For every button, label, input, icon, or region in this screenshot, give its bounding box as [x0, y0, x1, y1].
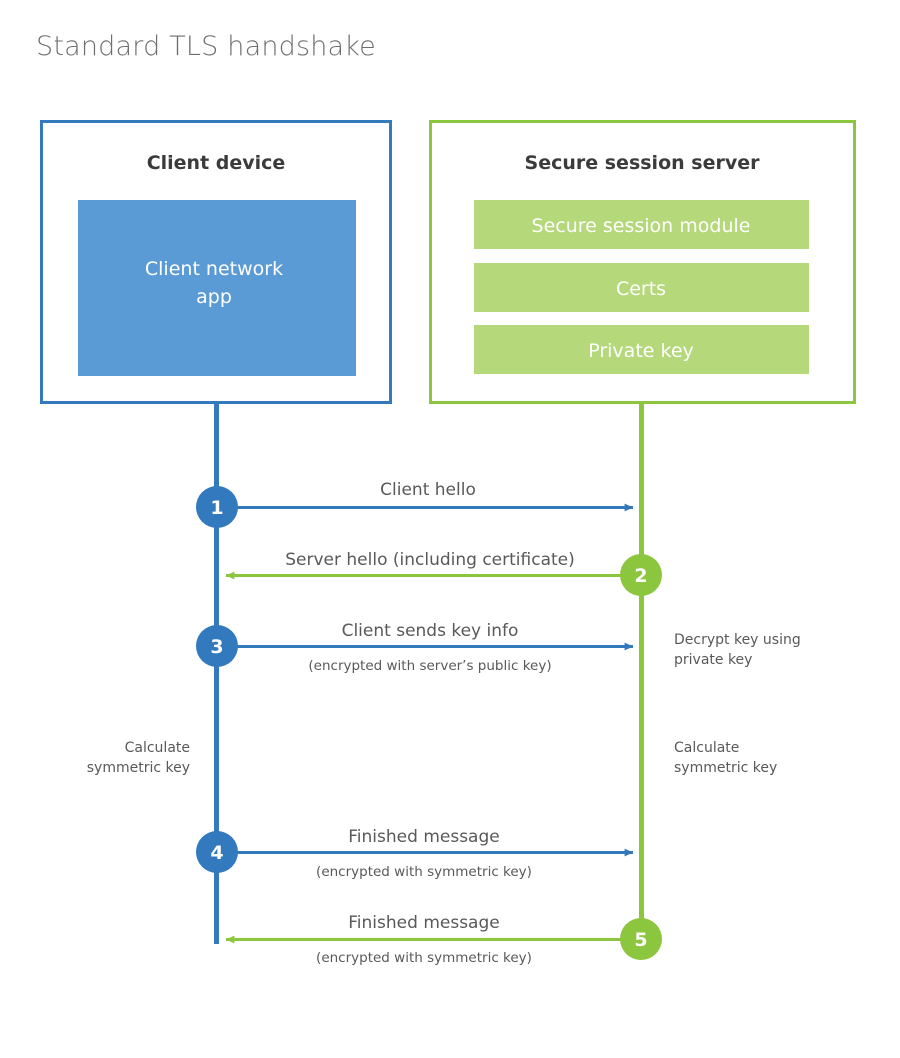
step-5-message: Finished message (encrypted with symmetr…: [225, 913, 662, 966]
server-component-label-1: Certs: [616, 278, 666, 300]
step-3-sublabel: (encrypted with server’s public key): [308, 658, 551, 674]
step-1-badge: [196, 486, 238, 528]
client-calculate-note-line1: Calculate: [125, 740, 190, 756]
server-component-label-0: Secure session module: [532, 215, 751, 237]
server-decrypt-note: Decrypt key using private key: [674, 632, 801, 668]
step-4-message: Finished message (encrypted with symmetr…: [196, 827, 634, 880]
step-4-label: Finished message: [348, 827, 499, 847]
server-calculate-note-line1: Calculate: [674, 740, 739, 756]
step-5-badge: [620, 918, 662, 960]
step-5-label: Finished message: [348, 913, 499, 933]
step-5-sublabel: (encrypted with symmetric key): [316, 950, 532, 966]
server-component-block-2: [474, 325, 809, 374]
step-4-number: 4: [210, 842, 223, 864]
step-4-sublabel: (encrypted with symmetric key): [316, 864, 532, 880]
step-4-badge: [196, 831, 238, 873]
server-calculate-note: Calculate symmetric key: [674, 740, 777, 776]
step-3-label: Client sends key info: [342, 621, 519, 641]
client-network-app-label-line2: app: [196, 286, 232, 308]
client-device-panel: Client device Client network app: [40, 120, 392, 404]
server-component-label-2: Private key: [588, 340, 694, 362]
client-calculate-note-line2: symmetric key: [87, 760, 190, 776]
client-calculate-note: Calculate symmetric key: [87, 740, 190, 776]
step-2-number: 2: [634, 565, 647, 587]
secure-session-server-title: Secure session server: [525, 152, 761, 174]
server-decrypt-note-line2: private key: [674, 652, 752, 668]
step-2-message: Server hello (including certificate) 2: [225, 550, 662, 596]
step-5-number: 5: [634, 929, 647, 951]
step-3-badge: [196, 625, 238, 667]
step-2-label: Server hello (including certificate): [285, 550, 575, 570]
client-network-app-label-line1: Client network: [145, 258, 283, 280]
server-decrypt-note-line1: Decrypt key using: [674, 632, 801, 648]
step-3-message: Client sends key info (encrypted with se…: [196, 621, 634, 674]
server-component-block-1: [474, 263, 809, 312]
client-device-title: Client device: [147, 152, 286, 174]
step-1-label: Client hello: [380, 480, 476, 500]
step-1-message: Client hello 1: [196, 480, 634, 528]
server-calculate-note-line2: symmetric key: [674, 760, 777, 776]
step-1-number: 1: [210, 497, 223, 519]
step-2-badge: [620, 554, 662, 596]
step-3-number: 3: [210, 636, 223, 658]
secure-session-server-panel: Secure session server Secure session mod…: [429, 120, 856, 404]
server-component-block-0: [474, 200, 809, 249]
client-network-app-block: [78, 200, 356, 376]
page-title: Standard TLS handshake: [36, 31, 376, 62]
